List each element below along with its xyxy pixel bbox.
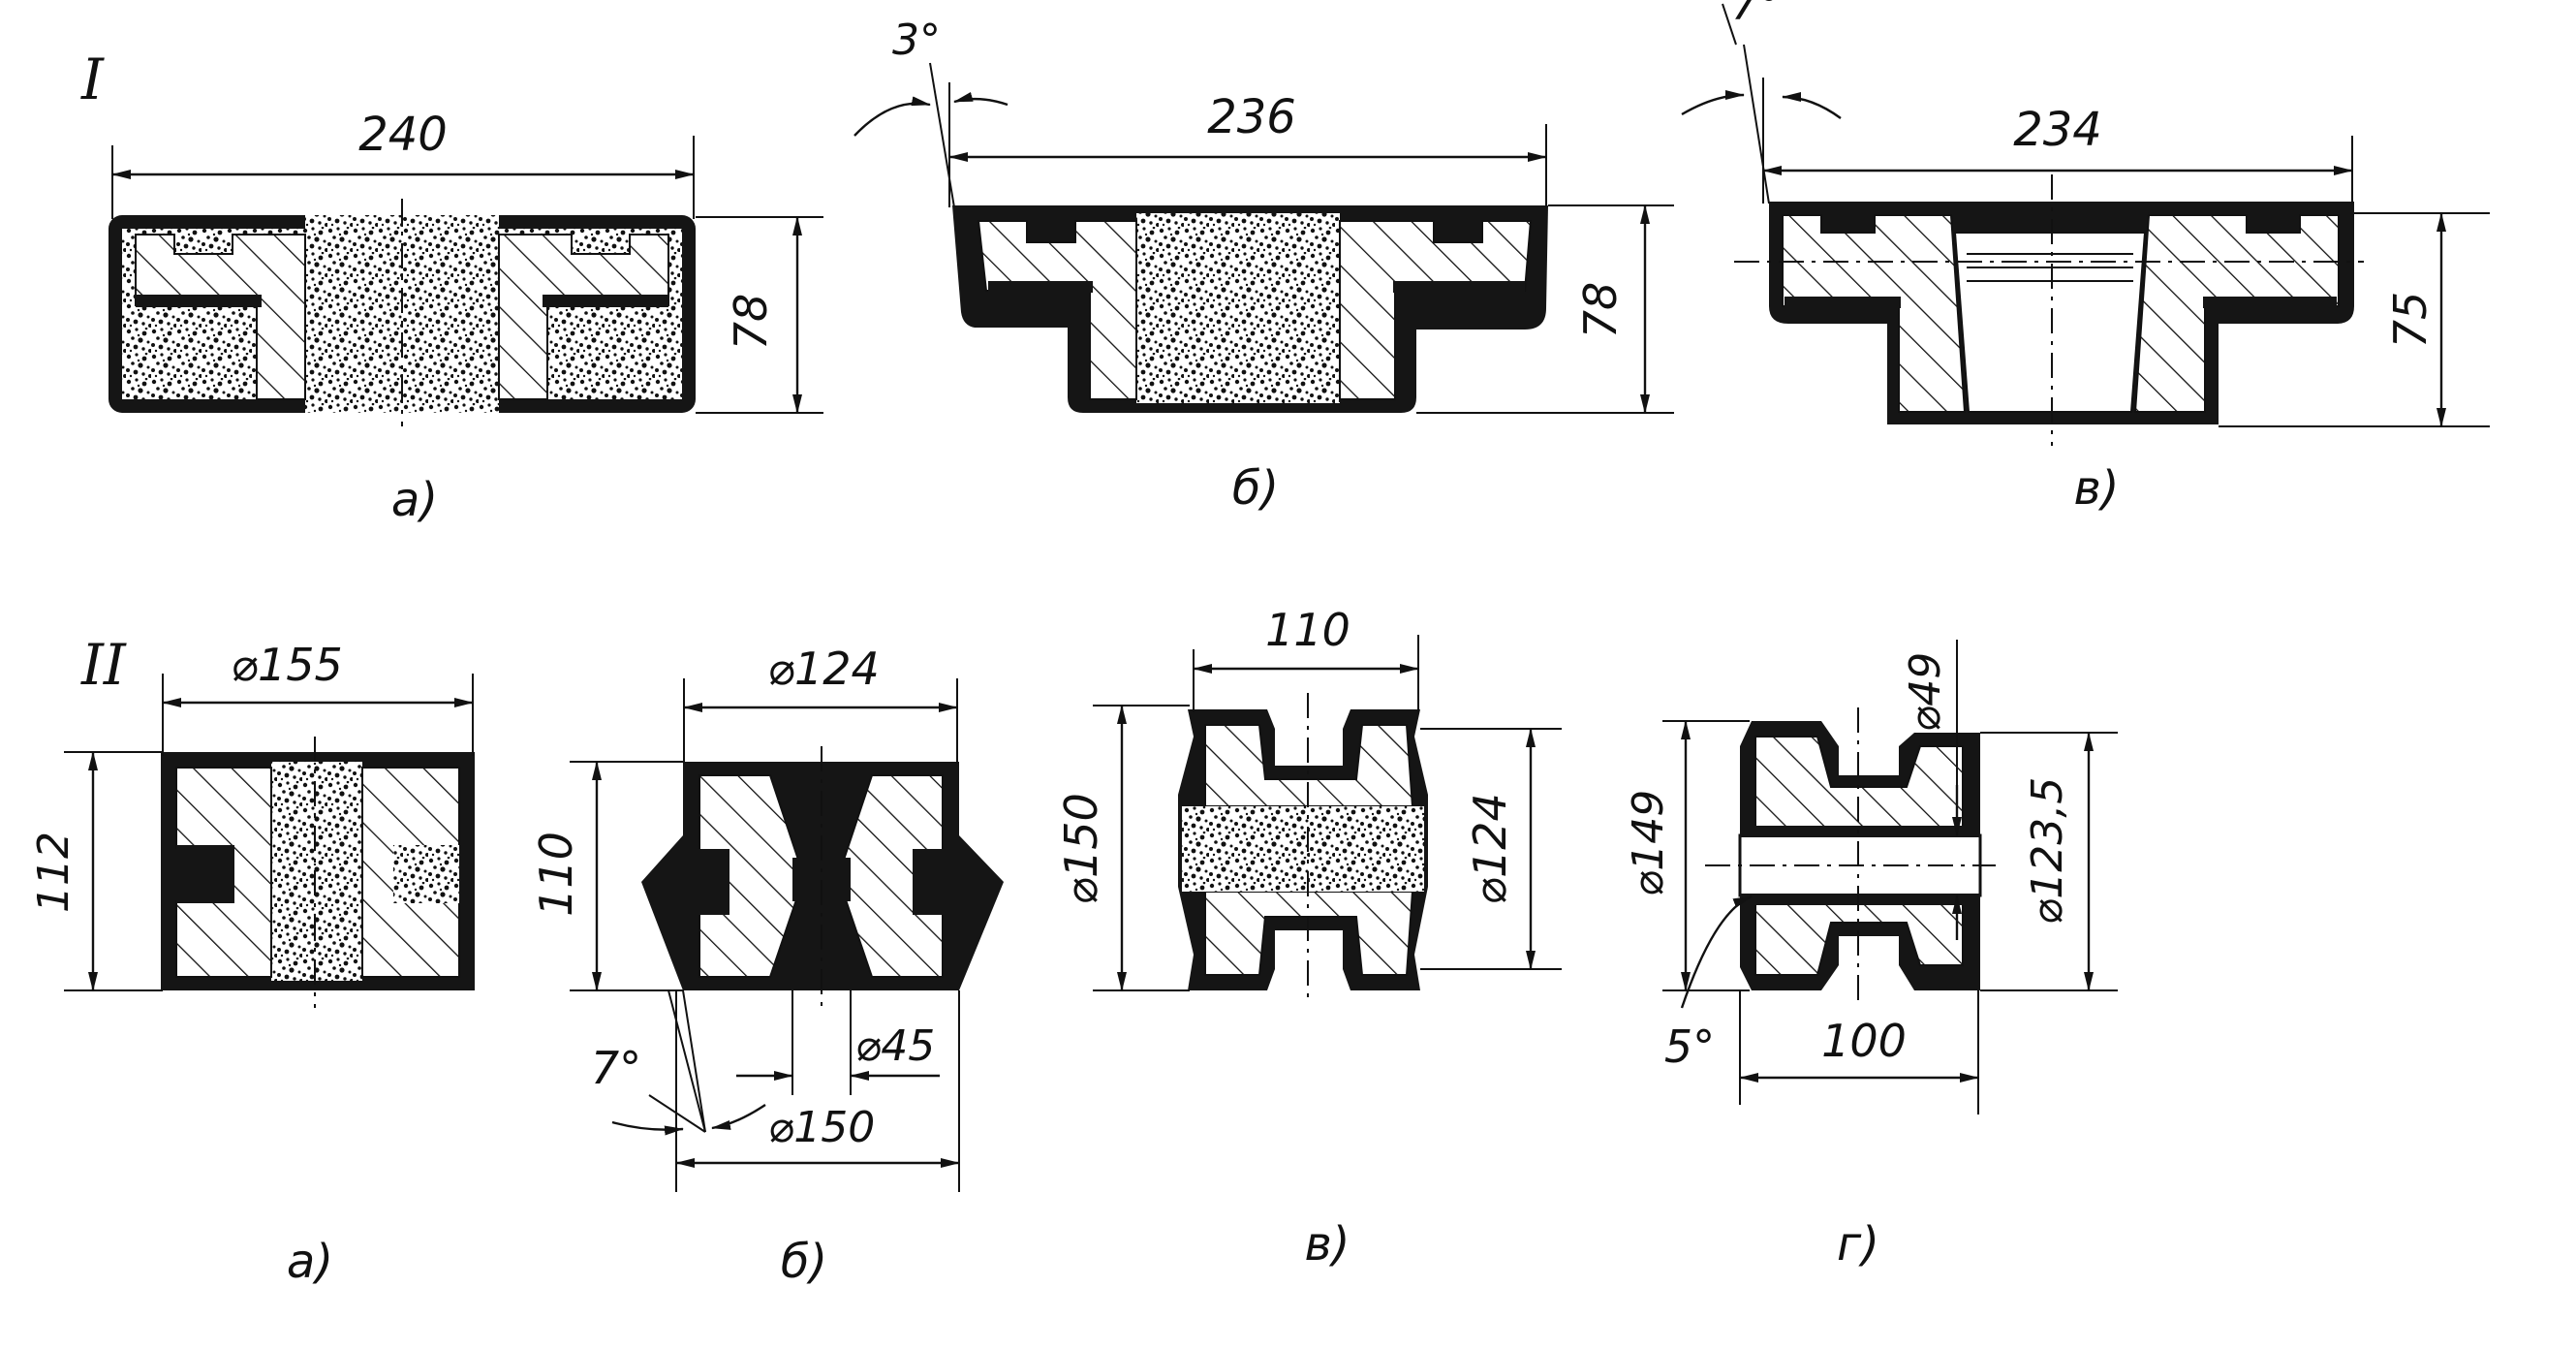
right-diameter-label: ⌀123,5: [2023, 777, 2072, 925]
cross-section: [641, 746, 1004, 1008]
figure-caption: в): [2073, 461, 2119, 516]
diameter-dimension: ⌀155: [162, 639, 474, 756]
height-label: 112: [29, 832, 78, 913]
bore-dimension: ⌀49: [1901, 640, 1962, 940]
figure-caption: б): [781, 1235, 827, 1289]
width-label: 234: [2013, 103, 2102, 157]
height-dimension: 110: [530, 761, 684, 991]
left-diameter-dimension: ⌀149: [1624, 720, 1750, 991]
height-dimension: 78: [696, 216, 823, 414]
bore-label: ⌀49: [1901, 652, 1950, 732]
width-label: 240: [358, 108, 448, 162]
width-dimension: 234: [1762, 78, 2353, 204]
height-dimension: 112: [29, 751, 163, 991]
width-label: 236: [1207, 90, 1296, 144]
width-dimension: 240: [111, 108, 695, 219]
cross-section: [1734, 174, 2364, 446]
bore-dimension: ⌀45: [736, 990, 940, 1095]
width-dimension: 236: [948, 82, 1547, 207]
diameter-label: ⌀155: [231, 639, 343, 691]
cross-section: [1705, 707, 1996, 1008]
angle-label: 5°: [1664, 1020, 1715, 1073]
draft-angle-dimension: 7°: [1681, 0, 1842, 204]
height-label: 78: [725, 294, 777, 351]
figure-caption: в): [1304, 1217, 1350, 1272]
figure-2c: 110 ⌀150 ⌀124 в): [1055, 604, 1562, 1272]
bottom-diameter-dimension: ⌀150: [675, 990, 960, 1192]
width-label: 110: [1265, 604, 1350, 656]
cross-section: [1178, 693, 1428, 998]
angle-label: 3°: [892, 16, 941, 65]
row-label-1: I: [80, 47, 105, 112]
top-diameter-dimension: ⌀124: [683, 643, 958, 764]
angle-label: 7°: [1731, 0, 1780, 30]
width-label: 100: [1821, 1015, 1907, 1067]
bottom-diameter-label: ⌀150: [768, 1103, 875, 1152]
draft-angle-dimension: 5°: [1664, 895, 1753, 1073]
figure-caption: б): [1232, 461, 1279, 516]
cross-section: [161, 737, 475, 1008]
top-diameter-label: ⌀124: [767, 643, 880, 695]
figure-caption: a): [287, 1235, 333, 1289]
left-diameter-dimension: ⌀150: [1055, 705, 1190, 991]
figure-2a: ⌀155 112 a): [29, 639, 475, 1289]
bore-label: ⌀45: [855, 1021, 935, 1071]
figure-caption: г): [1837, 1217, 1879, 1272]
figure-1b: 236 3° 78 б): [853, 16, 1674, 516]
height-dimension: 75: [2219, 212, 2490, 427]
draft-angle-dimension: 7°: [591, 989, 766, 1136]
right-diameter-dimension: ⌀123,5: [1980, 732, 2118, 991]
height-label: 110: [530, 832, 582, 917]
height-label: 78: [1574, 282, 1627, 339]
figure-2d: ⌀49 ⌀149 ⌀123,5 100 5° г): [1624, 640, 2118, 1272]
figure-1a: 240 78 a): [109, 108, 823, 527]
draft-angle-dimension: 3°: [853, 16, 1009, 208]
figure-caption: a): [391, 473, 438, 527]
width-dimension: 100: [1739, 990, 1979, 1115]
figure-1c: 234 7° 75 в): [1681, 0, 2490, 516]
right-diameter-dimension: ⌀124: [1420, 728, 1562, 970]
row-label-2: II: [80, 632, 127, 698]
height-dimension: 78: [1416, 204, 1674, 414]
height-label: 75: [2384, 292, 2436, 349]
width-dimension: 110: [1193, 604, 1419, 712]
left-diameter-label: ⌀149: [1624, 790, 1673, 896]
angle-label: 7°: [591, 1042, 641, 1094]
figure-2b: ⌀124 110 ⌀45 ⌀150 7° б: [530, 643, 1004, 1289]
cross-section: [109, 199, 696, 426]
left-diameter-label: ⌀150: [1055, 793, 1107, 905]
right-diameter-label: ⌀124: [1464, 793, 1516, 905]
cross-section: [952, 205, 1548, 413]
